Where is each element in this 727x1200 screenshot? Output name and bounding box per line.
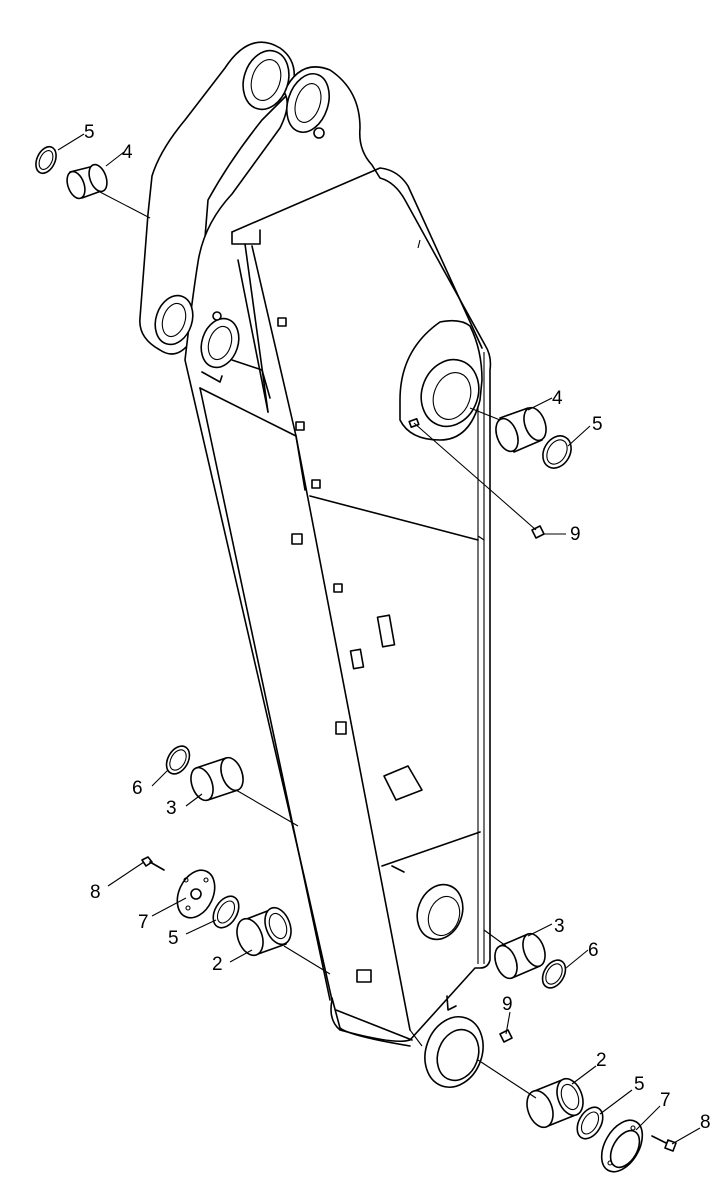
callout-7-left: 7	[138, 912, 149, 933]
ring-5-top-left	[35, 145, 57, 175]
ring-6-right	[541, 959, 567, 989]
bushing-3-left	[190, 756, 244, 802]
callout-3-right: 3	[554, 916, 565, 937]
ring-5-bottom	[576, 1106, 604, 1140]
callout-8-bottom: 8	[700, 1112, 711, 1133]
ring-5-left	[212, 895, 240, 929]
parts	[35, 145, 677, 1173]
callout-3-left: 3	[166, 798, 177, 819]
callout-5-left: 5	[168, 928, 179, 949]
callout-4-middle: 4	[552, 388, 563, 409]
callout-5-top-left: 5	[84, 122, 95, 143]
grease-nipple-9-bottom	[499, 1029, 513, 1043]
callout-2-left: 2	[212, 954, 223, 975]
callout-9-bottom: 9	[502, 994, 513, 1015]
bolt-8-bottom	[651, 1135, 677, 1152]
ring-6-left	[165, 745, 191, 775]
plate-7-left	[176, 869, 216, 919]
callout-4-top-left: 4	[122, 142, 133, 163]
callout-7-bottom: 7	[660, 1090, 671, 1111]
arm-body	[139, 41, 492, 1088]
callout-2-bottom: 2	[596, 1050, 607, 1071]
bushing-4-top-left	[66, 163, 108, 200]
callout-9-middle: 9	[570, 524, 581, 545]
callout-5-bottom: 5	[634, 1074, 645, 1095]
bushing-2-bottom	[526, 1077, 584, 1129]
bushing-2-left	[236, 906, 292, 957]
plate-7-bottom	[600, 1119, 644, 1173]
callout-6-left: 6	[132, 778, 143, 799]
callout-6-right: 6	[588, 940, 599, 961]
leader-lines	[57, 133, 701, 1145]
callouts: 5 4 4 5 9 6 3 8 7 5 2 3 6 9 2 5 7 8	[84, 122, 711, 1133]
ring-5-middle	[542, 435, 572, 469]
bolt-8-left	[141, 856, 165, 871]
callout-8-left: 8	[90, 882, 101, 903]
callout-5-middle: 5	[592, 414, 603, 435]
bushing-4-middle	[495, 406, 547, 453]
bushing-3-right	[494, 932, 546, 980]
